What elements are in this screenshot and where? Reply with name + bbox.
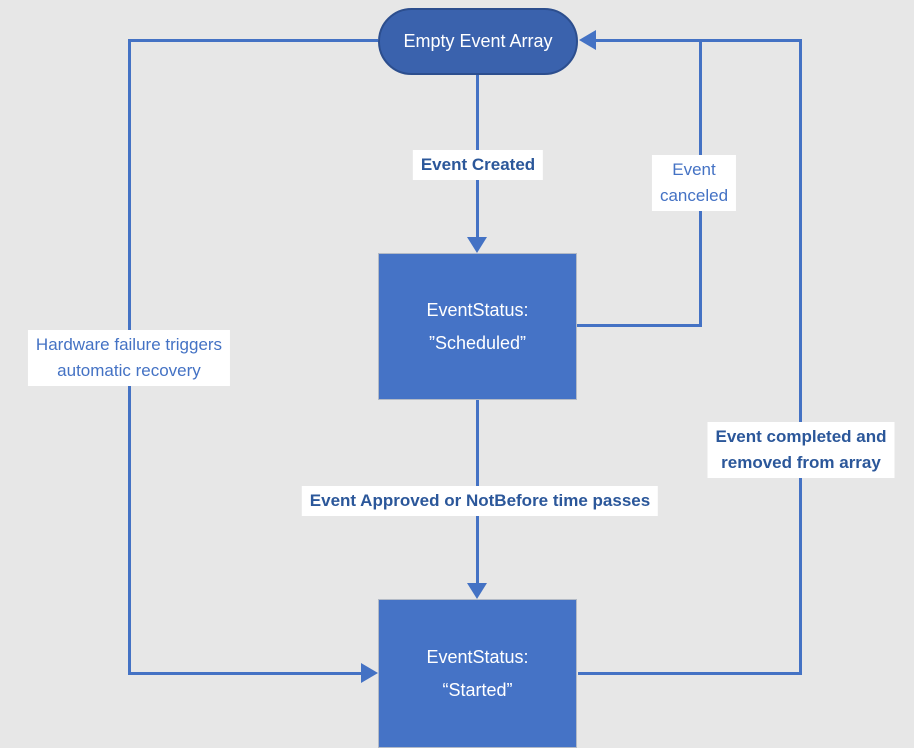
state-node-scheduled-line1: EventStatus: — [426, 299, 529, 320]
edge-label-event-completed-line2: removed from array — [721, 453, 881, 472]
arrowhead-into-empty-array-icon — [579, 30, 596, 50]
state-node-scheduled-line2: ”Scheduled” — [428, 332, 527, 353]
arrowhead-into-scheduled-icon — [467, 237, 487, 253]
edge-label-event-canceled-line1: Event — [672, 160, 716, 179]
edge-label-event-completed: Event completed and removed from array — [707, 422, 895, 478]
edge-label-event-completed-line1: Event completed and — [715, 427, 887, 446]
edge-label-event-approved: Event Approved or NotBefore time passes — [301, 486, 659, 516]
edge-label-event-approved-text: Event Approved or NotBefore time passes — [309, 491, 651, 510]
bottom-white-strip — [0, 748, 914, 753]
state-node-scheduled: EventStatus: ”Scheduled” — [378, 253, 577, 400]
connector-completed-vertical — [799, 39, 802, 675]
connector-canceled-horizontal — [577, 324, 702, 327]
state-node-started-line2: “Started” — [442, 679, 513, 700]
connector-hardware-bottom — [128, 672, 361, 675]
edge-label-event-created-text: Event Created — [420, 155, 536, 174]
arrowhead-into-started-left-icon — [361, 663, 378, 683]
arrowhead-into-started-icon — [467, 583, 487, 599]
start-node-empty-event-array: Empty Event Array — [378, 8, 578, 75]
edge-label-event-canceled-line2: canceled — [659, 186, 729, 205]
connector-completed-horizontal — [578, 672, 802, 675]
state-node-started-line1: EventStatus: — [426, 646, 529, 667]
edge-label-event-created: Event Created — [412, 150, 544, 180]
start-node-label: Empty Event Array — [403, 31, 553, 51]
edge-label-hardware-failure: Hardware failure triggers automatic reco… — [27, 330, 231, 386]
edge-label-hardware-failure-line1: Hardware failure triggers — [35, 335, 223, 354]
edge-label-hardware-failure-line2: automatic recovery — [57, 361, 201, 380]
edge-label-event-canceled: Event canceled — [651, 155, 737, 211]
connector-hardware-top — [129, 39, 378, 42]
state-node-started: EventStatus: “Started” — [378, 599, 577, 748]
